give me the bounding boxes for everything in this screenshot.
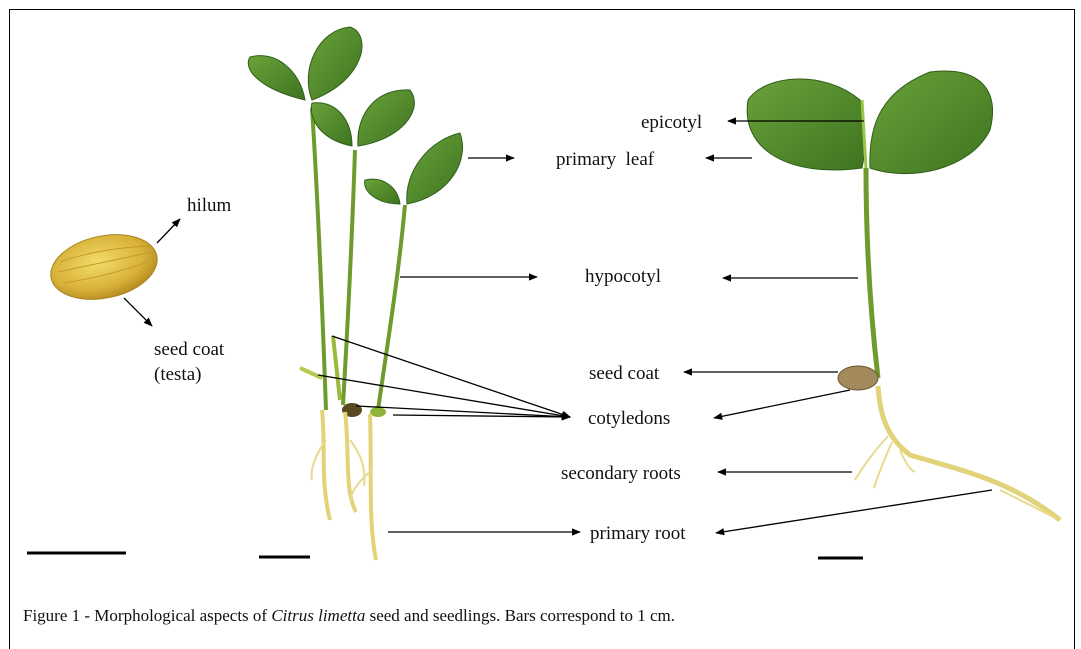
label-epicotyl: epicotyl [641, 112, 702, 133]
label-seed-coat-testa: seed coat [154, 339, 225, 360]
caption-suffix: seed and seedlings. Bars correspond to 1… [365, 606, 675, 625]
seedling-detail-illustration [747, 71, 1060, 520]
label-seed-coat: seed coat [589, 363, 660, 384]
seed-illustration [45, 225, 164, 308]
label-primary-root: primary root [590, 523, 686, 544]
caption-species: Citrus limetta [271, 606, 365, 625]
caption-prefix: Figure 1 - Morphological aspects of [23, 606, 271, 625]
annotation-arrows [124, 121, 992, 533]
label-hilum: hilum [187, 195, 232, 216]
label-secondary-roots: secondary roots [561, 463, 681, 484]
label-testa: (testa) [154, 364, 201, 385]
seedlings-group-illustration [248, 27, 462, 560]
label-cotyledons: cotyledons [588, 408, 670, 429]
label-hypocotyl: hypocotyl [585, 266, 661, 287]
label-primary-leaf: primary leaf [556, 149, 655, 170]
figure-caption: Figure 1 - Morphological aspects of Citr… [23, 606, 675, 626]
